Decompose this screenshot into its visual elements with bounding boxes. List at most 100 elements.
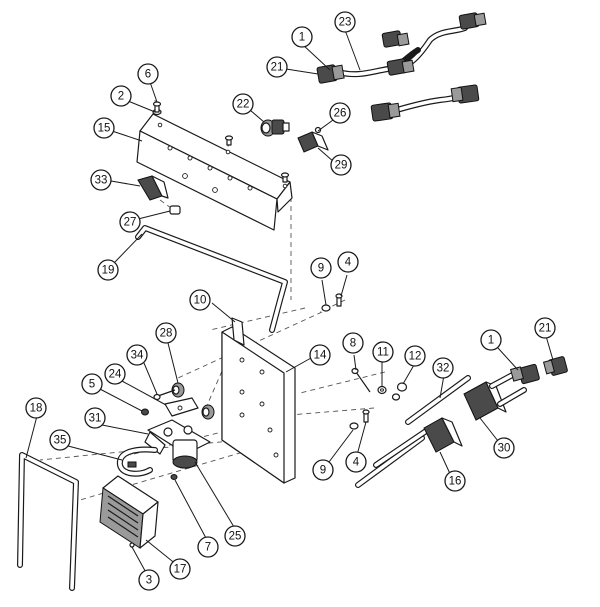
callout-circle — [266, 56, 288, 78]
callout-circle — [49, 429, 71, 451]
callout-33: 33 — [90, 169, 112, 191]
controller-module-17 — [99, 475, 159, 549]
screw-top — [280, 172, 290, 183]
leader-lines — [25, 29, 554, 579]
callout-number: 18 — [30, 403, 43, 415]
callout-circle — [310, 257, 332, 279]
callout-21: 21 — [534, 317, 556, 339]
callout-7: 7 — [197, 536, 219, 558]
callout-circle — [345, 451, 367, 473]
callout-circle — [155, 322, 177, 344]
callout-26: 26 — [329, 102, 351, 124]
callout-32: 32 — [432, 357, 454, 379]
cable-35 — [116, 446, 158, 477]
callout-circle — [81, 373, 103, 395]
callout-number: 8 — [350, 338, 356, 350]
harness-connector — [381, 30, 410, 48]
callout-number: 12 — [409, 351, 422, 363]
cable-16 — [355, 424, 435, 488]
callout-31: 31 — [84, 407, 106, 429]
callout-number: 27 — [124, 217, 137, 229]
callout-number: 24 — [109, 369, 122, 381]
callout-circle — [404, 345, 426, 367]
callout-25: 25 — [224, 525, 246, 547]
callout-4: 4 — [337, 251, 359, 273]
screw-4 — [335, 293, 343, 307]
screw-top — [224, 135, 234, 146]
bracket-24 — [164, 397, 199, 417]
callout-number: 3 — [146, 575, 152, 587]
callout-9: 9 — [310, 257, 332, 279]
callout-4: 4 — [345, 451, 367, 473]
callout-number: 30 — [498, 443, 511, 455]
bolt-34 — [153, 389, 176, 401]
callout-number: 16 — [449, 476, 462, 488]
callout-circle — [169, 558, 191, 580]
harness-connector — [386, 58, 415, 76]
callout-17: 17 — [169, 558, 191, 580]
callout-circle — [372, 341, 394, 363]
callout-circle — [126, 344, 148, 366]
callout-circle — [93, 117, 115, 139]
callout-23: 23 — [334, 11, 356, 33]
callout-circle — [189, 289, 211, 311]
callout-number: 26 — [334, 108, 347, 120]
support-rod-19 — [135, 225, 288, 333]
callout-circle — [337, 251, 359, 273]
callout-1: 1 — [291, 26, 313, 48]
harness-connector — [450, 84, 480, 104]
callout-circle — [291, 26, 313, 48]
callout-number: 2 — [118, 91, 124, 103]
callout-circle — [119, 211, 141, 233]
callout-circle — [480, 329, 502, 351]
callout-14: 14 — [309, 344, 331, 366]
callout-number: 33 — [95, 175, 108, 187]
callout-number: 21 — [539, 323, 552, 335]
callout-circle — [312, 459, 334, 481]
callout-circle — [104, 363, 126, 385]
callout-number: 19 — [102, 265, 115, 277]
callout-6: 6 — [137, 63, 159, 85]
connector-16 — [423, 417, 463, 453]
frame-18 — [17, 452, 79, 591]
callout-number: 10 — [194, 295, 207, 307]
callout-number: 9 — [320, 465, 326, 477]
callout-number: 14 — [314, 350, 327, 362]
callout-16: 16 — [444, 470, 466, 492]
callout-27: 27 — [119, 211, 141, 233]
callout-number: 15 — [98, 123, 111, 135]
callout-22: 22 — [232, 93, 254, 115]
callout-circle — [97, 259, 119, 281]
callout-circle — [110, 85, 132, 107]
callout-number: 21 — [271, 62, 284, 74]
callout-number: 7 — [205, 542, 211, 554]
callout-number: 11 — [377, 347, 389, 359]
grip-33 — [137, 175, 169, 201]
callout-24: 24 — [104, 363, 126, 385]
callout-10: 10 — [189, 289, 211, 311]
callout-number: 35 — [54, 435, 67, 447]
connector-29 — [297, 126, 329, 153]
callout-circle — [138, 569, 160, 591]
washer-7 — [170, 474, 178, 480]
callout-circle — [224, 525, 246, 547]
callout-18: 18 — [25, 397, 47, 419]
callout-circle — [444, 470, 466, 492]
callout-number: 17 — [174, 564, 187, 576]
tab-10 — [231, 317, 245, 346]
callout-circle — [334, 11, 356, 33]
callout-number: 4 — [345, 257, 352, 269]
callout-number: 29 — [335, 160, 348, 172]
callout-12: 12 — [404, 345, 426, 367]
callout-number: 22 — [237, 99, 250, 111]
callout-circle — [493, 437, 515, 459]
callout-11: 11 — [372, 341, 394, 363]
washer-9 — [321, 304, 331, 312]
plug-27 — [169, 205, 181, 215]
mounting-plate-14 — [221, 326, 296, 484]
harness-connector — [370, 102, 401, 122]
callout-number: 1 — [299, 32, 305, 44]
spacer-28 — [171, 382, 185, 398]
